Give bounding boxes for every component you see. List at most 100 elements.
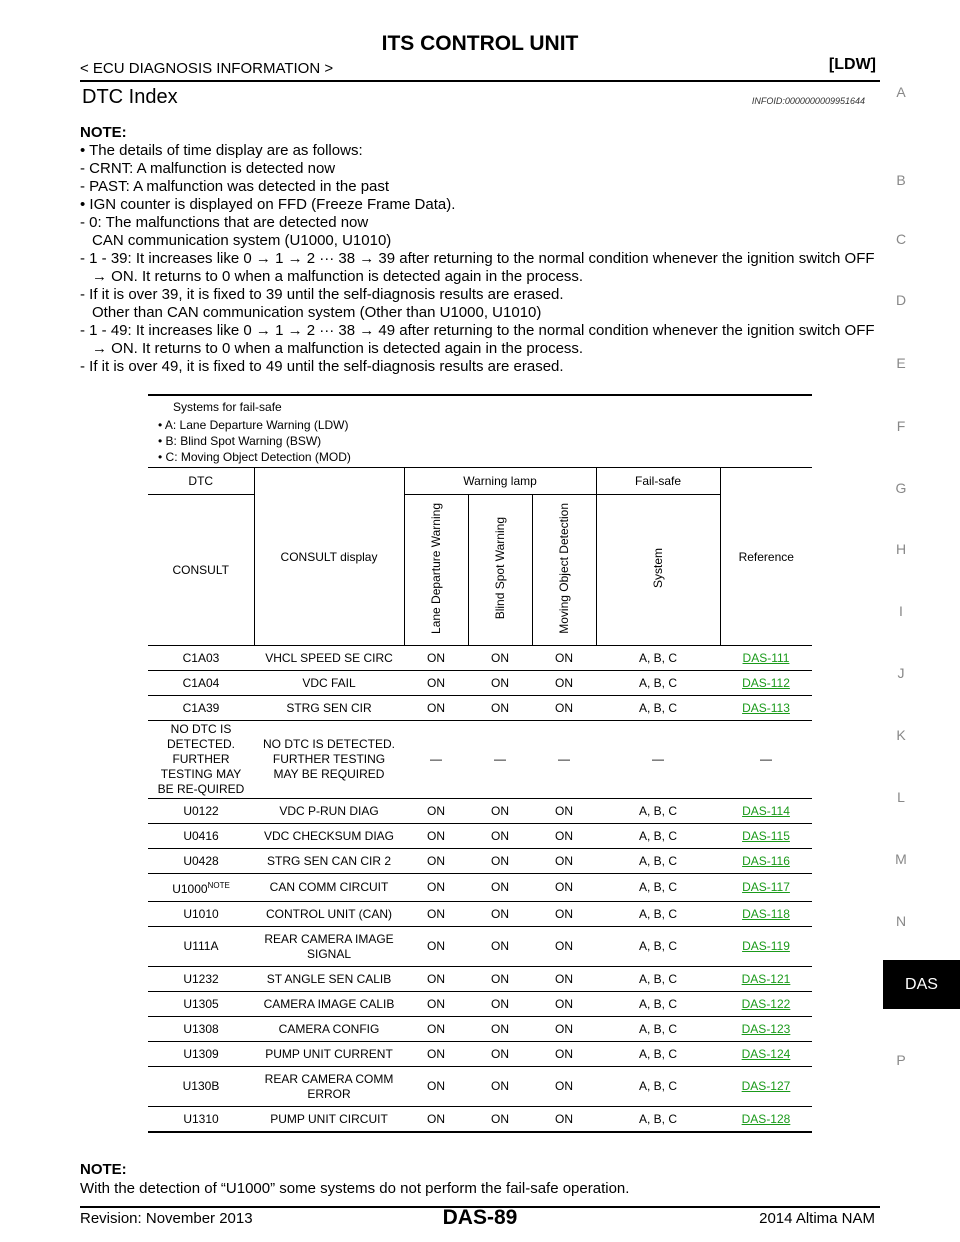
- mod-cell: ON: [532, 824, 596, 849]
- system-cell-text: A, B, C: [638, 1021, 677, 1036]
- section-title: DTC Index: [82, 86, 178, 108]
- reference-link[interactable]: DAS-114: [742, 803, 790, 818]
- system-cell-text: —: [652, 752, 664, 766]
- chapter-index-letter[interactable]: C: [895, 231, 907, 247]
- dtc-cell: U130B: [148, 1067, 254, 1107]
- mod-cell-text: ON: [555, 828, 573, 843]
- mod-cell: —: [532, 721, 596, 799]
- dtc-cell-text: U1010: [183, 906, 219, 921]
- reference-link[interactable]: DAS-117: [742, 880, 790, 894]
- chapter-index-letter[interactable]: D: [895, 292, 907, 308]
- bsw-cell-text: ON: [491, 1046, 509, 1061]
- reference-cell: DAS-123: [720, 1017, 812, 1042]
- bsw-cell-text: ON: [491, 939, 509, 953]
- bsw-cell-text: ON: [491, 853, 509, 868]
- ldw-cell-text: ON: [427, 939, 445, 953]
- consult-display-cell: PUMP UNIT CIRCUIT: [254, 1107, 404, 1133]
- system-cell: A, B, C: [596, 874, 720, 902]
- chapter-index-letter[interactable]: J: [897, 665, 905, 681]
- chapter-index-letter[interactable]: P: [896, 1052, 906, 1068]
- mod-cell: ON: [532, 874, 596, 902]
- consult-display-cell: REAR CAMERA COMM ERROR: [254, 1067, 404, 1107]
- reference-link[interactable]: DAS-119: [742, 939, 790, 953]
- note-line: - PAST: A malfunction was detected in th…: [80, 178, 390, 195]
- header-ldw-label: Lane Departure Warning: [429, 503, 443, 634]
- bsw-cell-text: ON: [491, 1021, 509, 1036]
- dtc-cell-text: U0416: [183, 828, 219, 843]
- mod-cell: ON: [532, 671, 596, 696]
- consult-display-cell-text: NO DTC IS DETECTED. FURTHER TESTING MAY …: [262, 737, 395, 781]
- dtc-cell: U0122: [148, 799, 254, 824]
- system-cell: A, B, C: [596, 1067, 720, 1107]
- chapter-index-letter[interactable]: K: [896, 727, 906, 743]
- mod-cell: ON: [532, 1107, 596, 1133]
- mod-cell: ON: [532, 799, 596, 824]
- chapter-index-letter[interactable]: B: [896, 172, 906, 188]
- chapter-index-letter[interactable]: H: [895, 541, 907, 557]
- reference-link[interactable]: DAS-118: [742, 906, 790, 921]
- reference-link[interactable]: DAS-113: [742, 700, 790, 715]
- chapter-index-letter[interactable]: F: [896, 418, 906, 434]
- consult-display-cell: VDC FAIL: [254, 671, 404, 696]
- dtc-cell: C1A03: [148, 646, 254, 671]
- chapter-index-letter[interactable]: I: [899, 603, 903, 619]
- system-cell-text: A, B, C: [638, 996, 677, 1011]
- reference-link[interactable]: DAS-112: [742, 675, 790, 690]
- reference-link[interactable]: DAS-121: [741, 971, 791, 986]
- ldw-cell-text: ON: [427, 996, 445, 1011]
- system-cell-text: A, B, C: [638, 880, 677, 894]
- reference-link[interactable]: DAS-123: [741, 1021, 791, 1036]
- consult-display-cell: ST ANGLE SEN CALIB: [254, 967, 404, 992]
- system-cell-text: A, B, C: [638, 939, 677, 953]
- consult-display-cell-text: STRG SEN CIR: [286, 700, 372, 715]
- chapter-index-letter[interactable]: M: [895, 851, 907, 867]
- system-cell: A, B, C: [596, 992, 720, 1017]
- chapter-index-letter[interactable]: E: [896, 355, 906, 371]
- note-line: Other than CAN communication system (Oth…: [92, 304, 542, 321]
- ldw-cell: ON: [404, 902, 468, 927]
- note-line: - 1 - 49: It increases like 0 → 1 → 2 ··…: [80, 322, 875, 357]
- reference-link[interactable]: DAS-127: [741, 1079, 791, 1093]
- header-consult-display: CONSULT display: [253, 467, 404, 646]
- mod-cell: ON: [532, 902, 596, 927]
- mod-cell-text: ON: [555, 675, 573, 690]
- note-line: • IGN counter is displayed on FFD (Freez…: [80, 196, 456, 213]
- system-cell-text: A, B, C: [638, 1111, 677, 1126]
- table-row: U111A REAR CAMERA IMAGE SIGNAL ON ON ON A, B,…: [148, 927, 812, 967]
- bsw-cell: ON: [468, 671, 532, 696]
- reference-link[interactable]: DAS-111: [742, 650, 790, 665]
- note-line: CAN communication system (U1000, U1010): [92, 232, 392, 249]
- bsw-cell-text: ON: [491, 971, 509, 986]
- reference-link[interactable]: DAS-116: [742, 853, 790, 868]
- ldw-cell: ON: [404, 799, 468, 824]
- reference-link[interactable]: DAS-122: [741, 996, 791, 1011]
- reference-link[interactable]: DAS-128: [741, 1111, 791, 1126]
- reference-cell: DAS-124: [720, 1042, 812, 1067]
- reference-link[interactable]: DAS-124: [741, 1046, 791, 1061]
- bsw-cell: ON: [468, 927, 532, 967]
- dtc-cell-text: U1232: [183, 971, 219, 986]
- consult-display-cell-text: STRG SEN CAN CIR 2: [266, 853, 392, 868]
- chapter-index-letter[interactable]: N: [895, 913, 907, 929]
- consult-display-cell-text: ST ANGLE SEN CALIB: [266, 971, 392, 986]
- consult-display-cell: REAR CAMERA IMAGE SIGNAL: [254, 927, 404, 967]
- ldw-cell: —: [404, 721, 468, 799]
- ldw-cell-text: ON: [427, 1021, 445, 1036]
- chapter-index-letter[interactable]: A: [896, 84, 906, 100]
- chapter-index-letter[interactable]: G: [895, 480, 907, 496]
- dtc-cell-text: U111A: [183, 939, 219, 953]
- consult-display-cell-text: VDC P-RUN DIAG: [279, 803, 379, 818]
- ldw-cell: ON: [404, 696, 468, 721]
- bsw-cell-text: —: [494, 752, 506, 766]
- table-row: NO DTC IS DETECTED. FURTHER TESTING MAY …: [148, 721, 812, 799]
- chapter-tab-das[interactable]: DAS: [883, 960, 960, 1009]
- mod-cell: ON: [532, 927, 596, 967]
- ldw-cell-text: ON: [427, 803, 445, 818]
- mod-cell-text: ON: [555, 803, 573, 818]
- chapter-index-letter[interactable]: L: [897, 789, 905, 805]
- dtc-cell-text: C1A39: [182, 700, 220, 715]
- reference-link[interactable]: DAS-115: [742, 828, 790, 843]
- system-cell-text: A, B, C: [638, 1079, 677, 1093]
